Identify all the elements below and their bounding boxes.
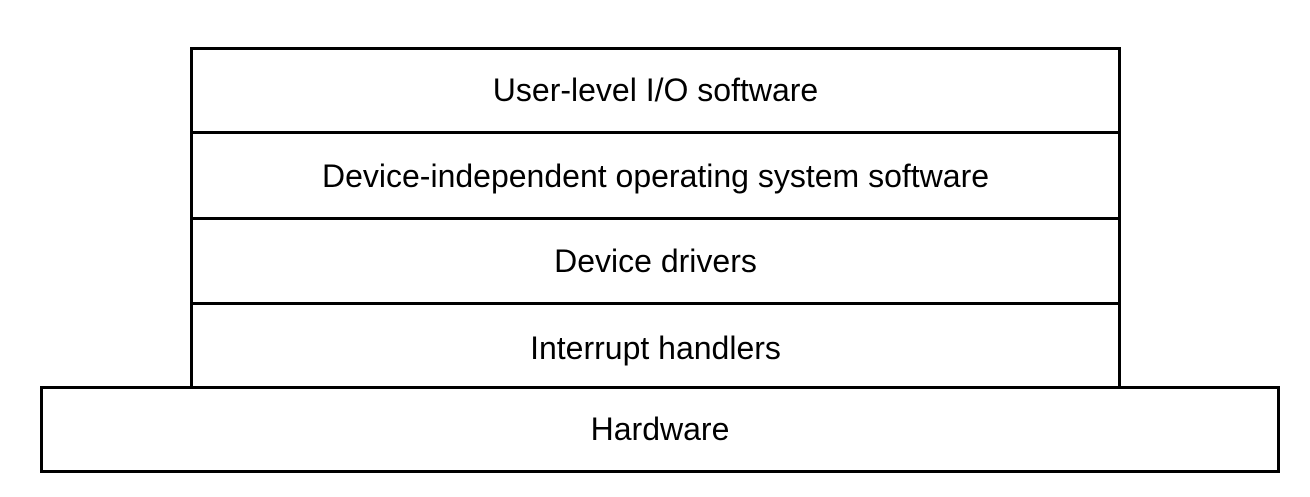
software-layer-stack: User-level I/O software Device-independe… [190, 47, 1121, 389]
layer-label: User-level I/O software [492, 72, 819, 108]
layer-user-level-io-software: User-level I/O software [193, 50, 1118, 134]
layer-label: Interrupt handlers [530, 329, 781, 366]
hardware-label: Hardware [590, 411, 730, 447]
layer-device-independent-os-software: Device-independent operating system soft… [193, 136, 1118, 220]
layer-hardware: Hardware [40, 386, 1280, 473]
layer-label: Device drivers [554, 243, 757, 279]
layer-device-drivers: Device drivers [193, 221, 1118, 305]
layer-interrupt-handlers: Interrupt handlers [193, 306, 1118, 390]
layer-label: Device-independent operating system soft… [321, 158, 990, 194]
